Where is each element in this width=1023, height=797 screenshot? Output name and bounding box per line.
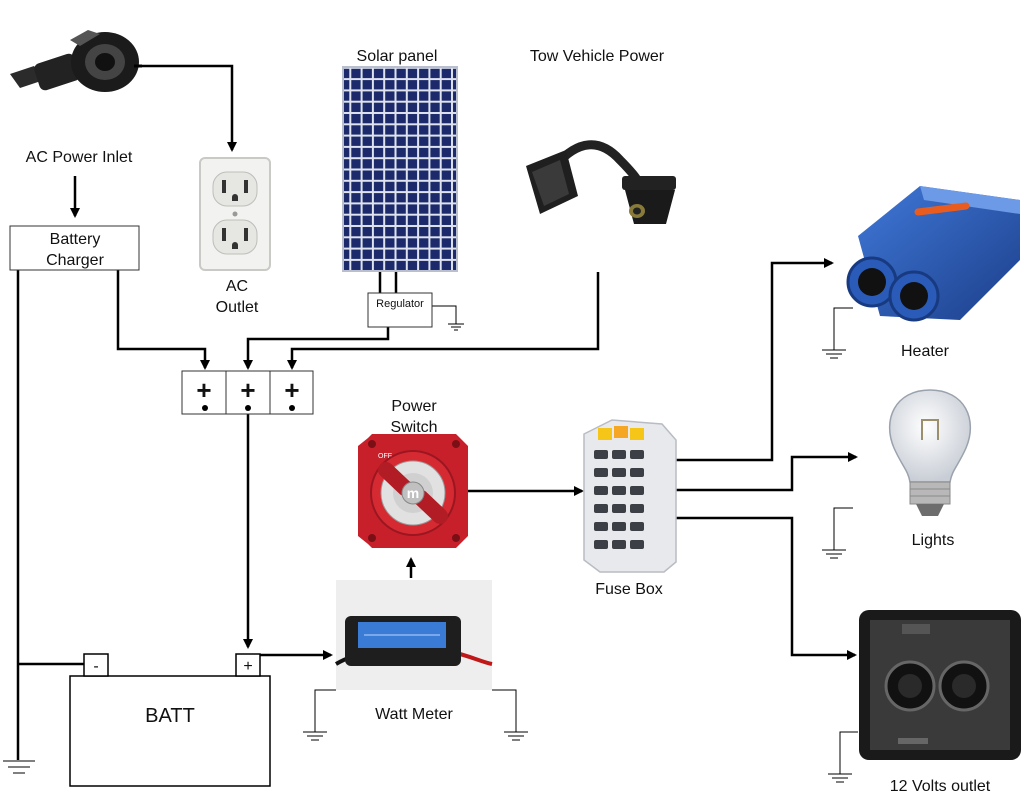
watt-meter-icon — [334, 580, 493, 690]
solar-panel-label: Solar panel — [357, 48, 438, 65]
fuse-box-label: Fuse Box — [595, 581, 663, 598]
power-switch-label-line2: Switch — [390, 419, 437, 436]
ac-inlet-plug-icon — [10, 30, 142, 92]
heater-icon — [846, 186, 1020, 322]
light-bulb-icon — [889, 389, 971, 516]
tow-vehicle-power-label: Tow Vehicle Power — [530, 48, 665, 65]
ground-icon — [822, 507, 853, 559]
twelve-volt-outlet-icon — [859, 610, 1021, 760]
ground-icon — [822, 307, 853, 359]
ac-outlet-label-line1: AC — [226, 278, 248, 295]
tow-connector-icon — [526, 140, 676, 224]
battery-negative-terminal: - — [93, 658, 98, 675]
power-switch-label-line1: Power — [391, 398, 437, 415]
wires — [16, 64, 858, 760]
ground-symbols — [3, 305, 858, 783]
battery-icon — [69, 653, 271, 787]
solar-panel-icon — [342, 66, 458, 294]
bus-terminal-3: + — [284, 375, 299, 405]
bus-terminal-2: + — [240, 375, 255, 405]
ground-icon — [492, 689, 528, 741]
bus-terminal-1: + — [196, 375, 211, 405]
ground-icon — [432, 305, 464, 331]
switch-face-letter: m — [407, 485, 419, 501]
ground-icon — [303, 689, 336, 741]
regulator-label: Regulator — [376, 298, 424, 310]
battery-charger-box — [9, 225, 140, 271]
twelve-volts-outlet-label: 12 Volts outlet — [890, 778, 991, 795]
watt-meter-label: Watt Meter — [375, 706, 453, 723]
fuse-box-icon — [583, 419, 677, 573]
ground-icon — [828, 731, 858, 783]
switch-off-label: OFF — [378, 453, 392, 460]
battery-positive-terminal: + — [243, 658, 252, 675]
positive-bus-bar — [181, 370, 314, 415]
ac-power-inlet-label: AC Power Inlet — [26, 149, 133, 166]
heater-label: Heater — [901, 343, 950, 360]
labels: AC Power Inlet Battery Charger AC Outlet… — [26, 48, 991, 795]
battery-charger-label-line1: Battery — [50, 231, 101, 248]
ac-outlet-label-line2: Outlet — [216, 299, 259, 316]
power-switch-icon: m OFF — [358, 434, 468, 548]
ground-icon — [3, 760, 35, 774]
lights-label: Lights — [912, 532, 955, 549]
ac-outlet-icon — [199, 157, 271, 271]
battery-charger-label-line2: Charger — [46, 252, 104, 269]
regulator-box — [367, 292, 433, 328]
battery-label: BATT — [145, 705, 195, 727]
